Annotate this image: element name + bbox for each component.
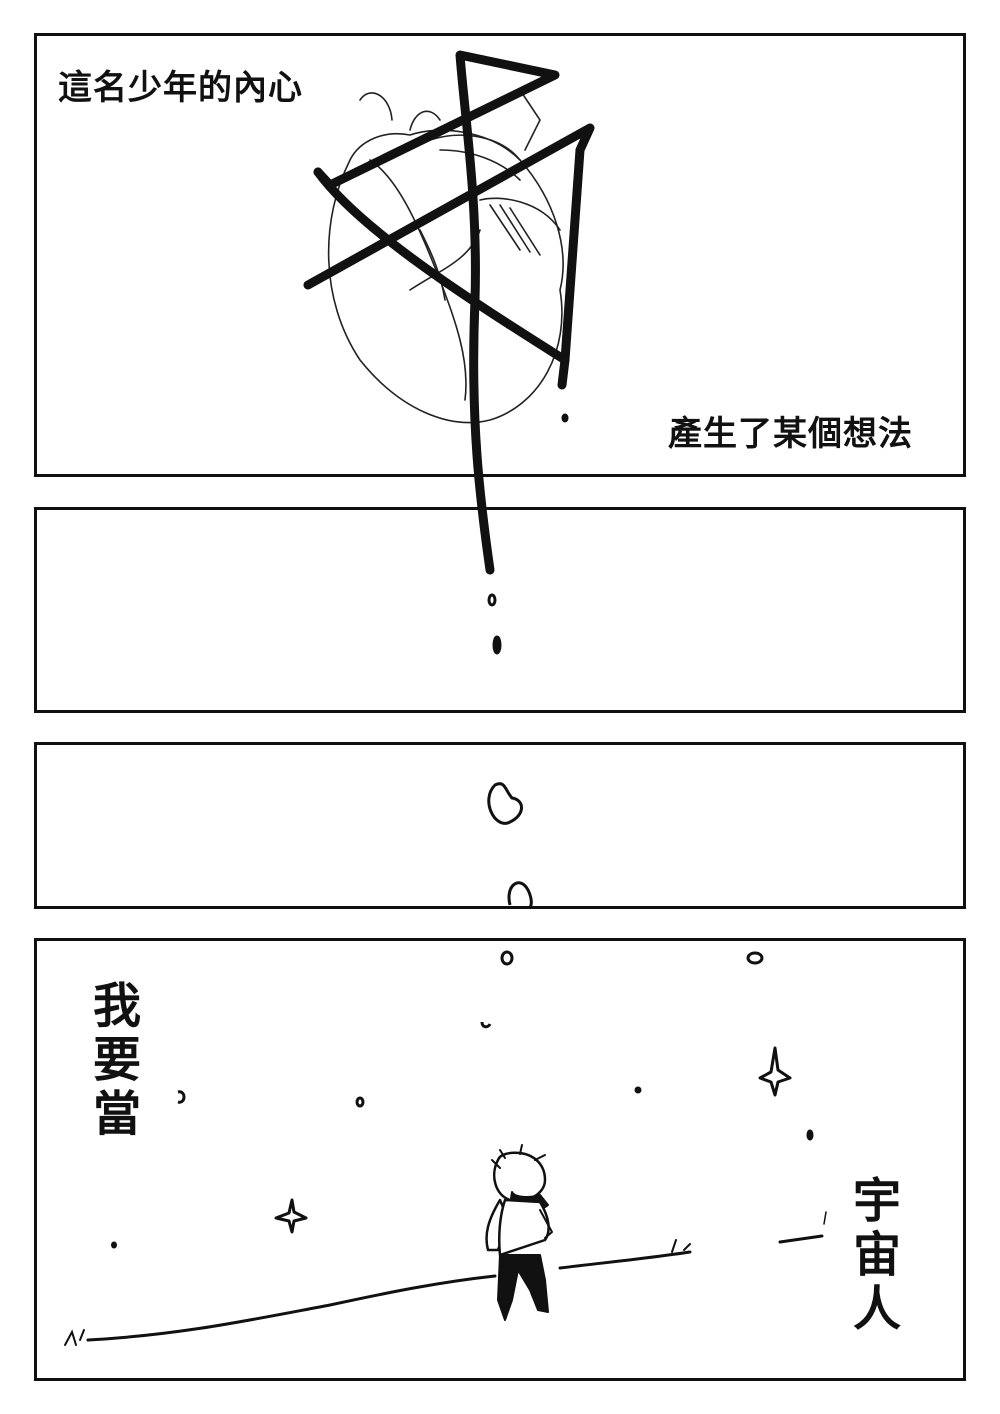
caption-right-vertical: 宇宙人	[844, 1175, 900, 1337]
caption-bottom: 產生了某個想法	[668, 414, 913, 454]
panel-2	[34, 507, 966, 713]
caption-left-vertical: 我要當	[84, 980, 140, 1142]
panel-3	[34, 742, 966, 909]
panel-4	[34, 938, 966, 1381]
caption-top: 這名少年的內心	[58, 68, 303, 108]
